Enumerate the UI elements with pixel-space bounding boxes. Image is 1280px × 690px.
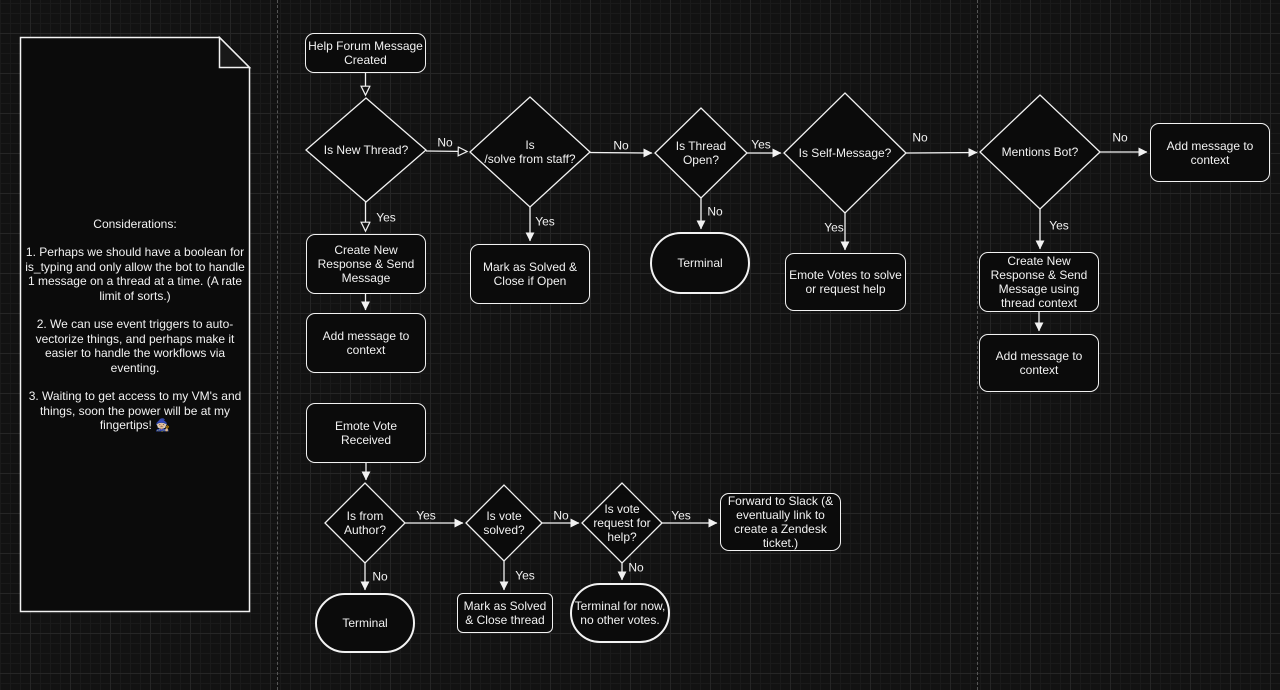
node-emote-votes-solve[interactable]: Emote Votes to solve or request help [785,253,906,311]
considerations-note[interactable] [19,36,251,613]
node-add-message-context-bottom[interactable]: Add message to context [979,334,1099,392]
page-boundary-guide-right [977,0,978,690]
node-label: Terminal [677,256,723,270]
label-mentions-bot: Mentions Bot? [1001,145,1079,159]
edge-label-solve-staff-yes[interactable]: Yes [535,214,555,229]
edge-new-thread-no[interactable] [425,151,467,152]
node-mark-solved-close-thread[interactable]: Mark as Solved & Close thread [457,593,553,633]
note-paragraph-2: 2. We can use event triggers to auto-vec… [35,317,235,375]
node-label: Mark as Solved & Close thread [463,599,547,627]
node-terminal-no-other-votes[interactable]: Terminal for now, no other votes. [570,583,670,643]
label-is-self-message: Is Self-Message? [798,146,892,160]
node-help-forum-created[interactable]: Help Forum Message Created [305,33,426,73]
node-emote-vote-received[interactable]: Emote Vote Received [306,403,426,463]
edge-label-mentions-bot-no[interactable]: No [1112,130,1128,145]
edge-label-from-author-no[interactable]: No [372,569,388,584]
edge-self-message-no[interactable] [905,148,978,158]
note-title: Considerations: [93,216,177,231]
decision-is-new-thread[interactable] [305,97,427,203]
node-forward-slack[interactable]: Forward to Slack (& eventually link to c… [720,493,841,551]
note-paragraph-1: 1. Perhaps we should have a boolean for … [25,245,245,303]
label-is-thread-open: Is Thread Open? [675,139,727,167]
edge-solve-staff-no[interactable] [589,148,653,158]
node-mark-solved-close-open[interactable]: Mark as Solved & Close if Open [470,244,590,304]
node-terminal-top[interactable]: Terminal [650,232,750,294]
decision-is-solve-from-staff[interactable] [469,96,591,208]
edge-label-mentions-bot-yes[interactable]: Yes [1049,218,1069,233]
edge-label-new-thread-no[interactable]: No [437,135,453,150]
node-label: Mark as Solved & Close if Open [482,260,578,288]
label-is-from-author: Is from Author? [343,509,387,537]
node-label: Create New Response & Send Message [317,243,415,285]
note-fold-corner-icon [218,35,252,69]
page-boundary-guide-left [277,0,278,690]
node-label: Create New Response & Send Message using… [990,254,1088,310]
edge-label-vote-request-yes[interactable]: Yes [671,508,691,523]
edge-label-from-author-yes[interactable]: Yes [416,508,436,523]
edge-label-vote-solved-yes[interactable]: Yes [515,568,535,583]
node-label: Help Forum Message Created [308,39,423,67]
node-add-message-context-right[interactable]: Add message to context [1150,123,1270,182]
node-terminal-bottom[interactable]: Terminal [315,593,415,653]
label-is-vote-solved: Is vote solved? [483,509,525,537]
node-label: Add message to context [995,349,1083,377]
node-label: Add message to context [1166,138,1254,167]
edge-label-vote-request-no[interactable]: No [628,560,644,575]
edge-label-new-thread-yes[interactable]: Yes [376,210,396,225]
label-is-new-thread: Is New Thread? [323,143,409,157]
node-label: Terminal [342,616,388,630]
node-create-response-send[interactable]: Create New Response & Send Message [306,234,426,294]
edge-label-thread-open-yes[interactable]: Yes [751,137,771,152]
node-label: Emote Votes to solve or request help [789,268,902,296]
node-label: Terminal for now, no other votes. [574,599,666,627]
edge-label-thread-open-no[interactable]: No [707,204,723,219]
label-is-vote-request-help: Is vote request for help? [593,502,651,544]
node-label: Add message to context [322,329,410,357]
node-label: Emote Vote Received [334,419,398,447]
label-is-solve-from-staff: Is /solve from staff? [484,138,576,166]
edge-label-vote-solved-no[interactable]: No [553,508,569,523]
considerations-note-text: Considerations: 1. Perhaps we should hav… [20,37,250,612]
edge-label-solve-staff-no[interactable]: No [613,138,629,153]
node-create-response-thread-ctx[interactable]: Create New Response & Send Message using… [979,252,1099,312]
node-label: Forward to Slack (& eventually link to c… [727,494,834,550]
note-paragraph-3: 3. Waiting to get access to my VM's and … [28,389,242,432]
edge-label-self-message-yes[interactable]: Yes [824,220,844,235]
edge-label-self-message-no[interactable]: No [912,130,928,145]
node-add-message-context-left[interactable]: Add message to context [306,313,426,373]
